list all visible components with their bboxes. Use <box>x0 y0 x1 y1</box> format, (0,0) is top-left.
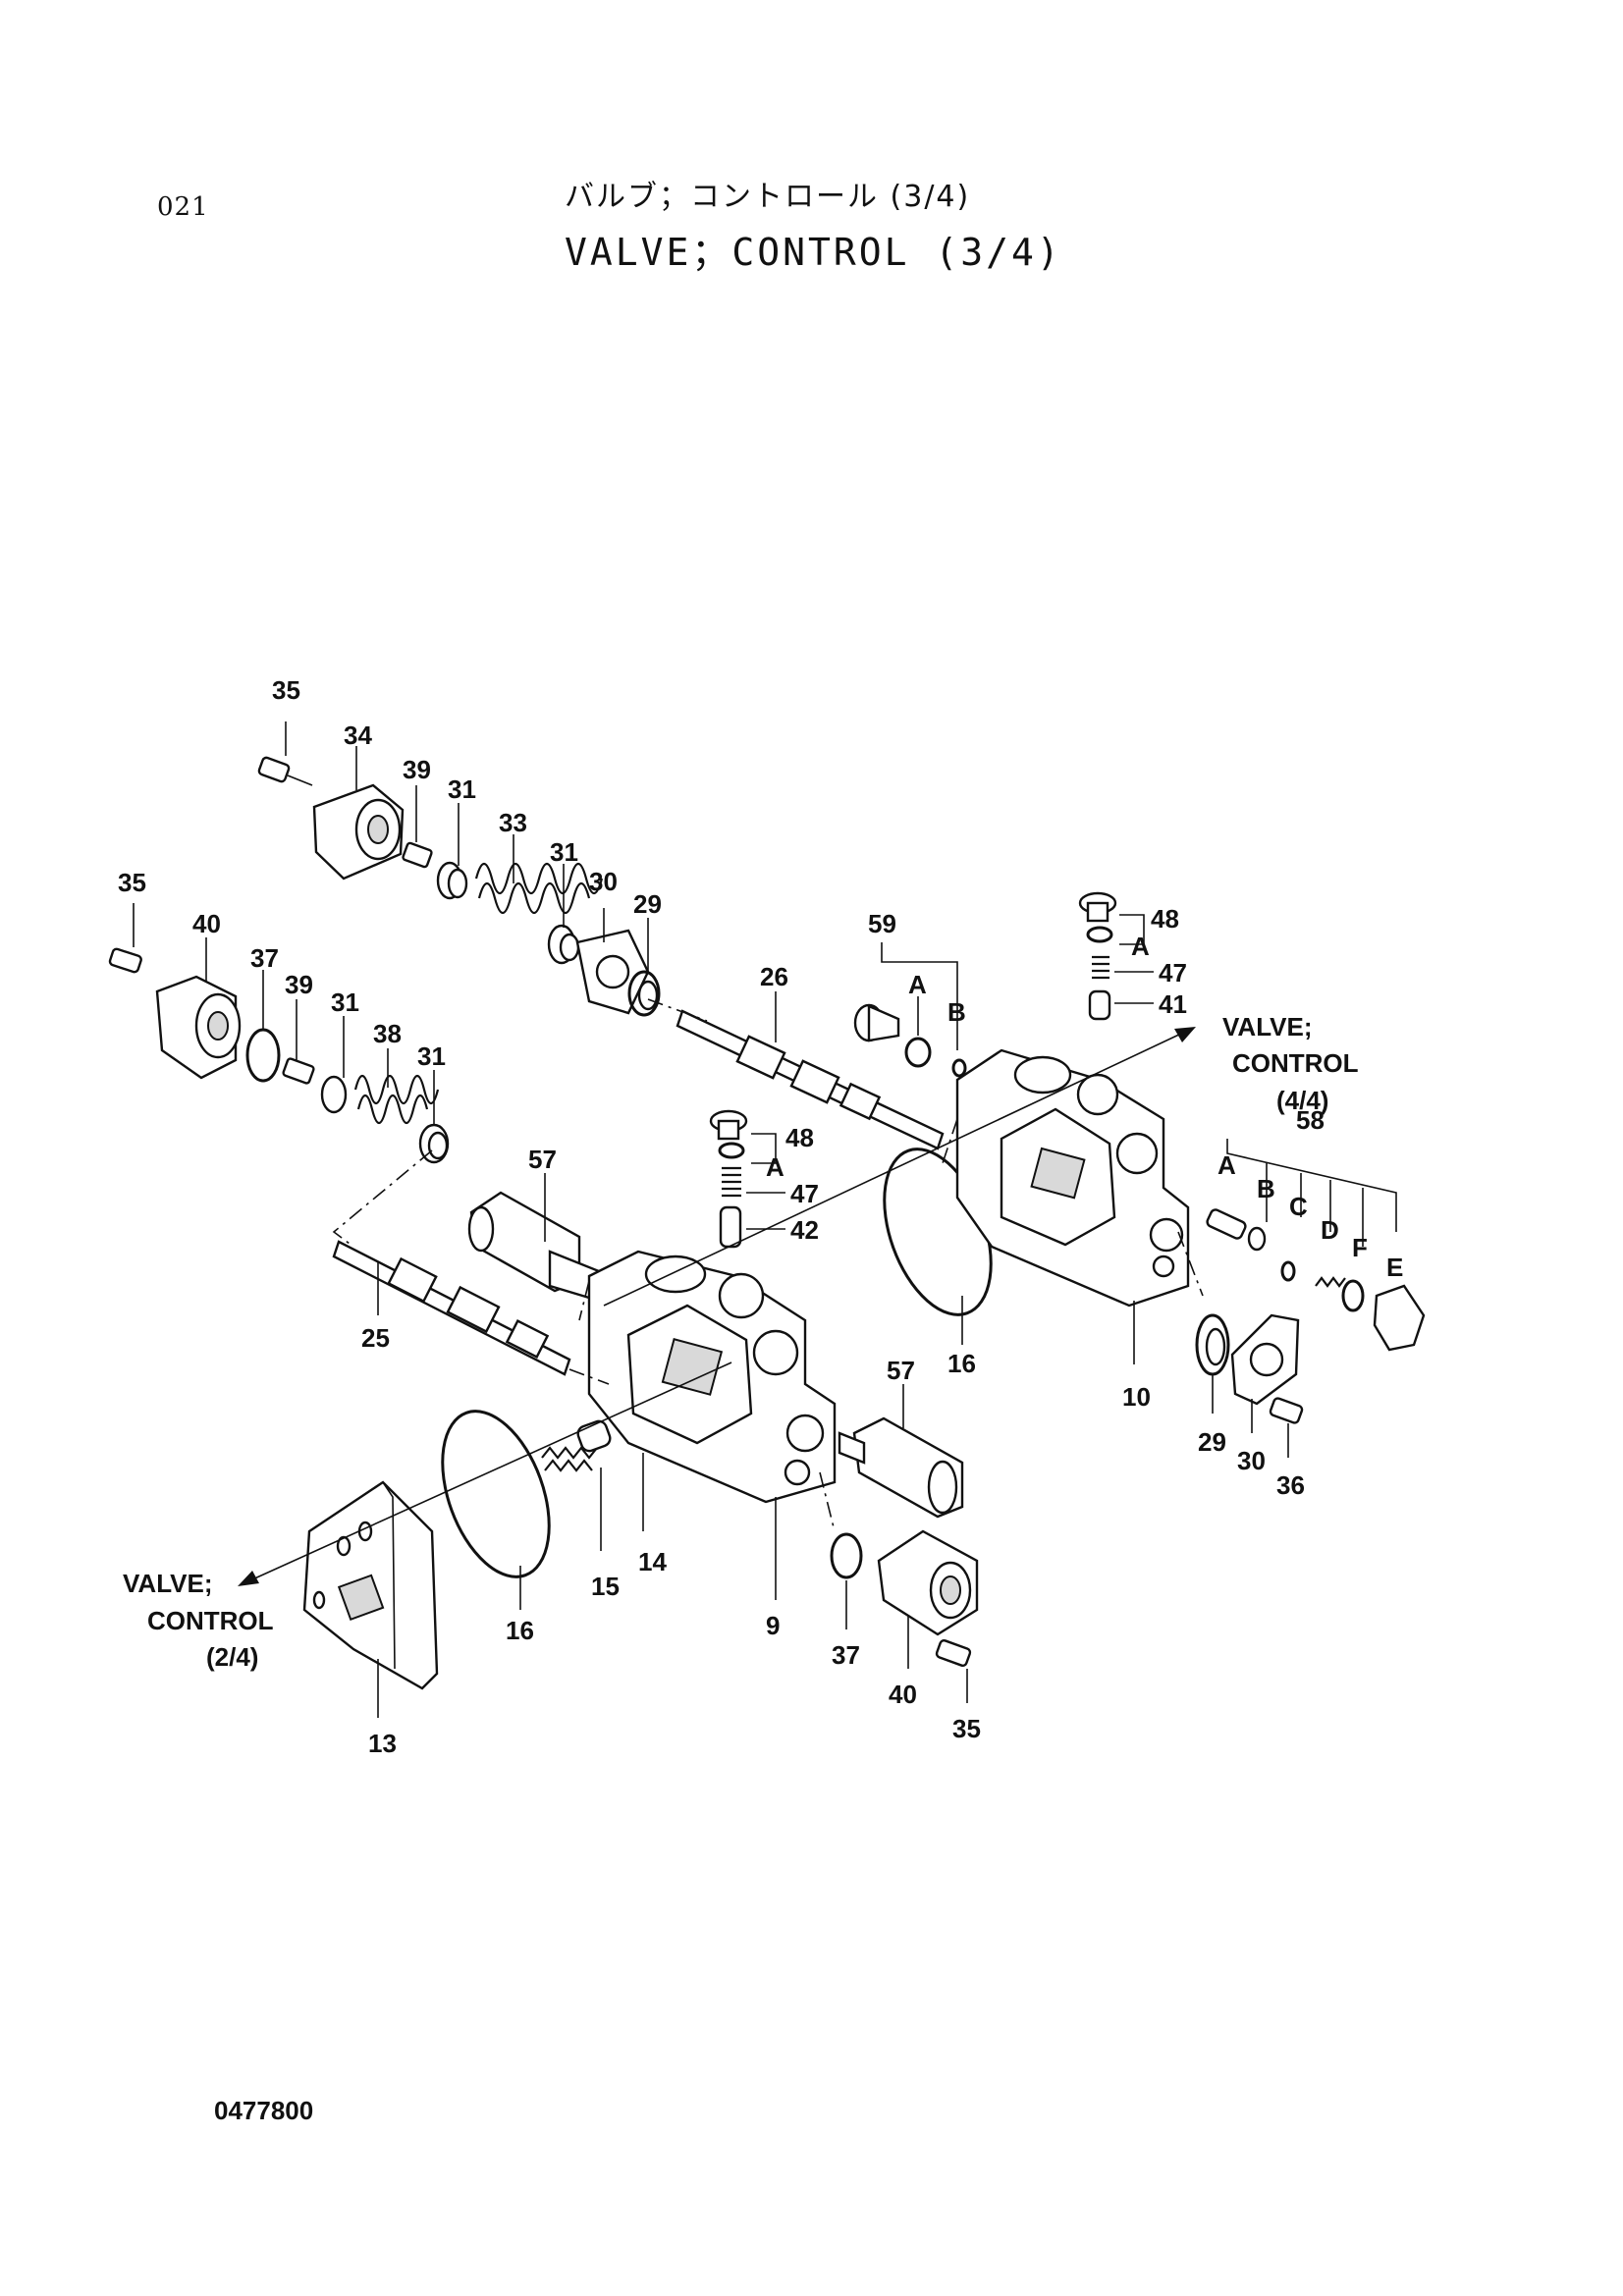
callout-C: C <box>1289 1192 1308 1221</box>
part-35-bolt <box>257 721 313 786</box>
callout-47: 47 <box>1159 958 1187 988</box>
callout-39: 39 <box>285 970 313 999</box>
page-title: VALVE；CONTROL (3/4) <box>565 231 1062 274</box>
right-lower-seal-assembly: 29 30 36 <box>1177 1231 1305 1500</box>
part-57-relief-valve: 57 <box>467 1145 601 1303</box>
part-13-end-plate: 13 <box>302 1480 439 1758</box>
part-33-spring <box>474 834 604 915</box>
right-plug-stack: 48 A 47 41 <box>1078 891 1187 1021</box>
callout-31: 31 <box>448 774 476 804</box>
callout-38: 38 <box>373 1019 402 1048</box>
part-16-oring-lower: 16 <box>441 1410 551 1645</box>
page-code: 021 <box>157 192 209 222</box>
callout-31: 31 <box>550 837 578 867</box>
callout-10: 10 <box>1122 1382 1151 1412</box>
callout-33: 33 <box>499 808 527 837</box>
part-31-retainer-b <box>547 864 580 965</box>
connector-line <box>332 1149 433 1248</box>
lower-port-assembly: 37 40 35 <box>819 1471 981 1743</box>
part-39-seat <box>282 999 315 1085</box>
mid-left-spring-assembly: 35 40 37 39 31 38 31 <box>108 868 450 1164</box>
callout-41: 41 <box>1159 989 1187 1019</box>
center-plug-stack: 48 A 47 42 <box>709 1109 819 1249</box>
callout-26: 26 <box>760 962 788 991</box>
callout-35: 35 <box>952 1714 981 1743</box>
part-30-plate <box>575 908 650 1015</box>
callout-48: 48 <box>1151 904 1179 934</box>
callout-37: 37 <box>832 1640 860 1670</box>
callout-16: 16 <box>506 1616 534 1645</box>
part-31-retainer-b <box>418 1070 450 1164</box>
callout-39: 39 <box>403 755 431 784</box>
part-58-plug-set: 58 A B C D F E <box>1206 1105 1426 1352</box>
callout-13: 13 <box>368 1729 397 1758</box>
reference-label-valve: VALVE; <box>123 1569 212 1598</box>
connector-line <box>568 1368 610 1385</box>
callout-14: 14 <box>638 1547 667 1576</box>
callout-29: 29 <box>1198 1427 1226 1457</box>
reference-label-control: CONTROL <box>1232 1048 1359 1078</box>
callout-48: 48 <box>785 1123 814 1152</box>
callout-35: 35 <box>272 675 300 705</box>
part-35-bolt <box>108 903 142 974</box>
callout-34: 34 <box>344 721 372 750</box>
part-31-retainer <box>436 803 468 900</box>
callout-25: 25 <box>361 1323 390 1353</box>
callout-D: D <box>1321 1215 1339 1245</box>
callout-9: 9 <box>766 1611 780 1640</box>
part-39-seat <box>402 785 433 869</box>
callout-30: 30 <box>1237 1446 1266 1475</box>
part-59-poppet-set: 59 A B <box>853 909 967 1078</box>
callout-16: 16 <box>947 1349 976 1378</box>
reference-label-control: CONTROL <box>147 1606 274 1635</box>
callout-59: 59 <box>868 909 896 938</box>
callout-29: 29 <box>633 889 662 919</box>
reference-arrow-2-4: VALVE; CONTROL (2/4) <box>123 1362 732 1672</box>
callout-A: A <box>1131 932 1150 961</box>
callout-47: 47 <box>790 1179 819 1208</box>
callout-A: A <box>1217 1150 1236 1180</box>
callout-15: 15 <box>591 1572 620 1601</box>
part-10-valve-body: 10 <box>955 1048 1190 1412</box>
callout-57: 57 <box>887 1356 915 1385</box>
callout-42: 42 <box>790 1215 819 1245</box>
part-29-seal <box>627 918 661 1017</box>
callout-B: B <box>1257 1174 1275 1203</box>
part-31-retainer <box>320 1016 348 1114</box>
callout-37: 37 <box>250 943 279 973</box>
callout-F: F <box>1352 1233 1368 1262</box>
reference-arrow-4-4: VALVE; CONTROL (4/4) <box>603 1012 1359 1307</box>
callout-A: A <box>908 970 927 999</box>
callout-58: 58 <box>1296 1105 1325 1135</box>
part-57-relief-valve-lower: 57 <box>838 1356 964 1519</box>
part-38-spring <box>353 1048 440 1125</box>
reference-label-page: (2/4) <box>206 1642 258 1672</box>
callout-40: 40 <box>889 1680 917 1709</box>
callout-40: 40 <box>192 909 221 938</box>
callout-A: A <box>766 1152 784 1182</box>
callout-35: 35 <box>118 868 146 897</box>
callout-B: B <box>947 997 966 1027</box>
part-37-oring <box>245 970 281 1083</box>
connector-line <box>578 1280 590 1321</box>
part-9-valve-body: 9 <box>587 1250 837 1640</box>
callout-36: 36 <box>1276 1470 1305 1500</box>
callout-E: E <box>1386 1253 1403 1282</box>
connector-line <box>942 1118 958 1164</box>
top-left-spring-assembly: 35 34 39 31 33 31 30 29 <box>257 675 662 1017</box>
page-title-japanese: バルブ；コントロール (3/4) <box>565 180 971 214</box>
reference-label-valve: VALVE; <box>1222 1012 1312 1041</box>
callout-31: 31 <box>417 1041 446 1071</box>
part-40-cover <box>155 937 242 1080</box>
part-25-spool: 25 <box>332 1240 571 1376</box>
part-34-cover <box>312 746 405 881</box>
document-number: 0477800 <box>214 2096 314 2125</box>
reference-label-page: (4/4) <box>1276 1086 1328 1115</box>
callout-31: 31 <box>331 988 359 1017</box>
callout-57: 57 <box>528 1145 557 1174</box>
callout-30: 30 <box>589 867 618 896</box>
